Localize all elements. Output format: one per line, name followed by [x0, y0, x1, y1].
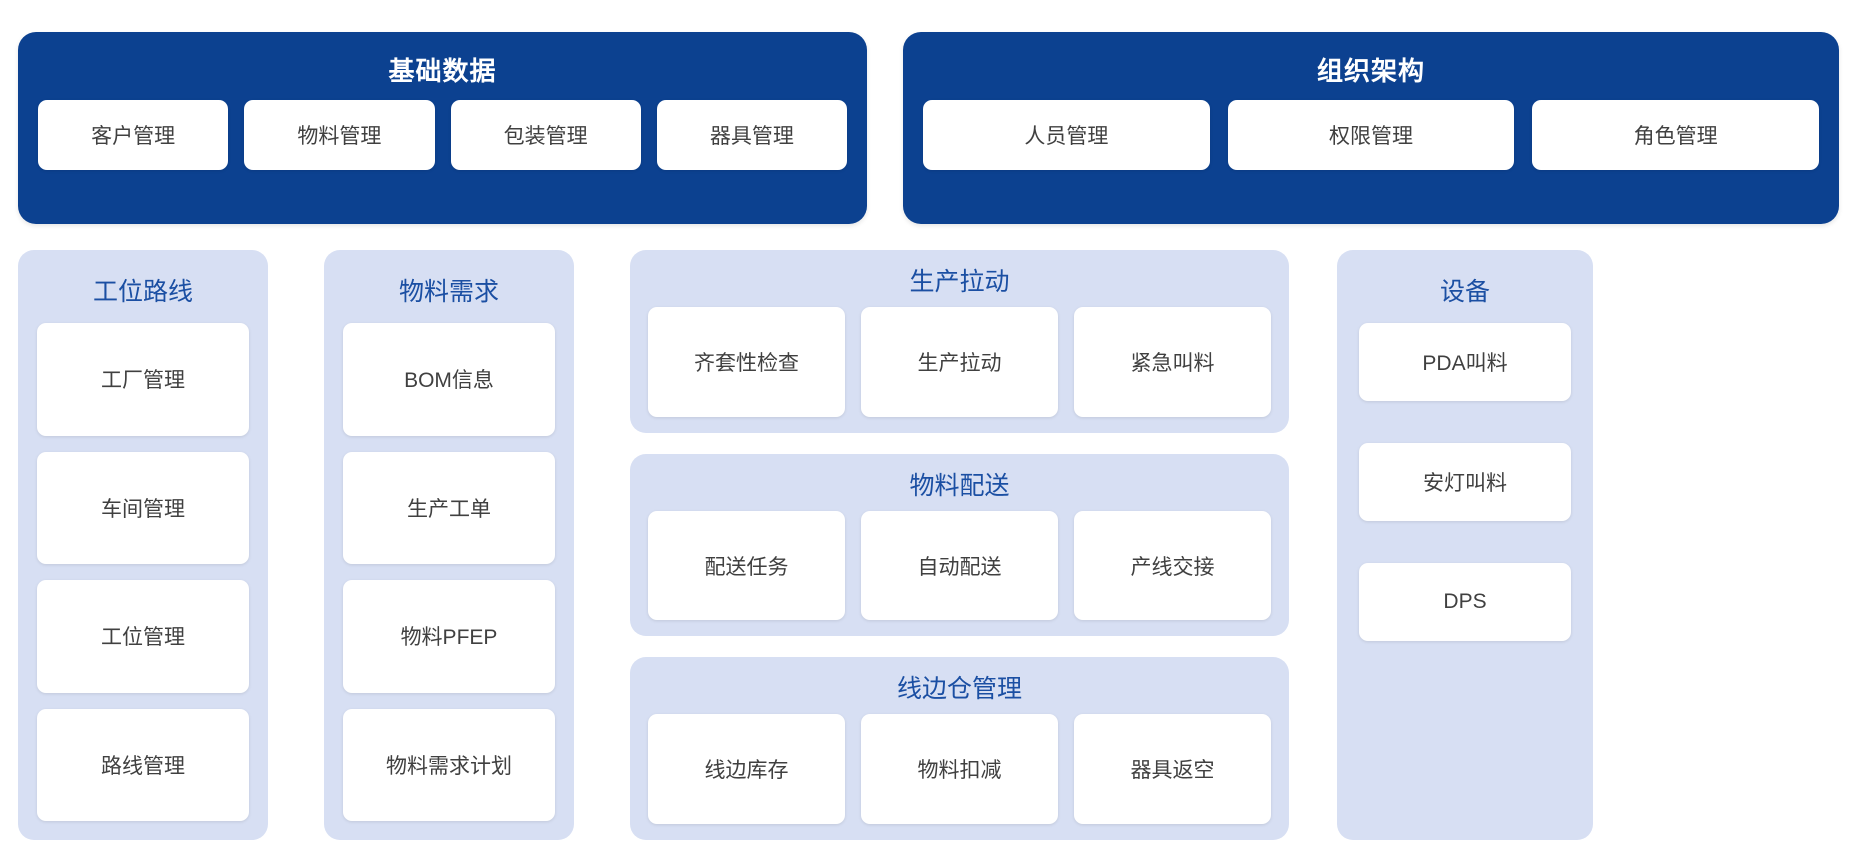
panel-organization-structure-title: 组织架构 — [1316, 56, 1425, 86]
panel-basic-data-items: 客户管理 物料管理 包装管理 器具管理 — [38, 100, 847, 206]
panel-material-delivery-items: 配送任务 自动配送 产线交接 — [648, 510, 1271, 621]
panel-material-delivery: 物料配送 配送任务 自动配送 产线交接 — [630, 453, 1289, 637]
module-card-workshop-management[interactable]: 车间管理 — [37, 451, 249, 564]
module-card-andon-material-call[interactable]: 安灯叫料 — [1359, 443, 1571, 521]
module-card-delivery-task[interactable]: 配送任务 — [648, 510, 845, 621]
panel-device: 设备 PDA叫料 安灯叫料 DPS — [1337, 250, 1593, 840]
module-card-customer-management[interactable]: 客户管理 — [38, 100, 229, 170]
module-card-factory-management[interactable]: 工厂管理 — [37, 323, 249, 436]
panel-line-side-warehouse-items: 线边库存 物料扣减 器具返空 — [648, 714, 1271, 825]
panel-material-demand: 物料需求 BOM信息 生产工单 物料PFEP 物料需求计划 — [324, 250, 574, 840]
module-card-production-pull[interactable]: 生产拉动 — [861, 307, 1058, 417]
module-card-packaging-management[interactable]: 包装管理 — [450, 100, 641, 170]
column-workstation-route: 工位路线 工厂管理 车间管理 工位管理 路线管理 — [18, 250, 268, 840]
module-card-pda-material-call[interactable]: PDA叫料 — [1359, 323, 1571, 401]
module-card-production-work-order[interactable]: 生产工单 — [343, 451, 555, 564]
lower-panels-grid: 工位路线 工厂管理 车间管理 工位管理 路线管理 物料需求 BOM信息 生产工单… — [18, 250, 1839, 841]
panel-workstation-route: 工位路线 工厂管理 车间管理 工位管理 路线管理 — [18, 250, 268, 840]
panel-workstation-route-title: 工位路线 — [92, 278, 193, 306]
top-panels-row: 基础数据 客户管理 物料管理 包装管理 器具管理 组织架构 人员管理 权限管理 … — [18, 32, 1839, 224]
module-card-material-pfep[interactable]: 物料PFEP — [343, 580, 555, 693]
module-card-container-management[interactable]: 器具管理 — [656, 100, 847, 170]
column-device: 设备 PDA叫料 安灯叫料 DPS — [1337, 250, 1593, 840]
module-card-material-demand-plan[interactable]: 物料需求计划 — [343, 708, 555, 821]
column-material-demand: 物料需求 BOM信息 生产工单 物料PFEP 物料需求计划 — [324, 250, 574, 840]
module-card-urgent-material-call[interactable]: 紧急叫料 — [1074, 307, 1271, 417]
panel-basic-data: 基础数据 客户管理 物料管理 包装管理 器具管理 — [18, 32, 867, 224]
module-card-line-side-inventory[interactable]: 线边库存 — [648, 714, 845, 825]
panel-production-pull: 生产拉动 齐套性检查 生产拉动 紧急叫料 — [630, 250, 1289, 433]
panel-line-side-warehouse: 线边仓管理 线边库存 物料扣减 器具返空 — [630, 657, 1289, 841]
panel-line-side-warehouse-title: 线边仓管理 — [896, 675, 1022, 704]
module-card-container-return[interactable]: 器具返空 — [1074, 714, 1271, 825]
panel-material-demand-items: BOM信息 生产工单 物料PFEP 物料需求计划 — [343, 323, 555, 821]
panel-workstation-route-items: 工厂管理 车间管理 工位管理 路线管理 — [37, 323, 249, 821]
module-card-material-management[interactable]: 物料管理 — [244, 100, 435, 170]
module-card-dps[interactable]: DPS — [1359, 563, 1571, 641]
panel-device-title: 设备 — [1439, 278, 1490, 306]
module-card-bom-info[interactable]: BOM信息 — [343, 323, 555, 436]
module-card-auto-delivery[interactable]: 自动配送 — [861, 510, 1058, 621]
module-card-material-deduction[interactable]: 物料扣减 — [861, 714, 1058, 825]
panel-production-pull-title: 生产拉动 — [909, 268, 1010, 296]
panel-organization-structure: 组织架构 人员管理 权限管理 角色管理 — [903, 32, 1839, 224]
module-card-route-management[interactable]: 路线管理 — [37, 708, 249, 821]
module-card-role-management[interactable]: 角色管理 — [1532, 100, 1820, 170]
column-production-flow: 生产拉动 齐套性检查 生产拉动 紧急叫料 物料配送 配送任务 自动配送 产线交接… — [630, 250, 1289, 841]
panel-material-delivery-title: 物料配送 — [909, 471, 1010, 500]
panel-basic-data-title: 基础数据 — [388, 56, 497, 86]
module-card-personnel-management[interactable]: 人员管理 — [923, 100, 1210, 170]
panel-material-demand-title: 物料需求 — [398, 278, 499, 306]
module-card-workstation-management[interactable]: 工位管理 — [37, 580, 249, 693]
panel-device-items: PDA叫料 安灯叫料 DPS — [1359, 323, 1571, 814]
module-card-kitting-check[interactable]: 齐套性检查 — [648, 307, 845, 417]
module-card-line-handover[interactable]: 产线交接 — [1074, 510, 1271, 621]
panel-organization-structure-items: 人员管理 权限管理 角色管理 — [923, 100, 1820, 206]
module-card-permission-management[interactable]: 权限管理 — [1227, 100, 1515, 170]
panel-production-pull-items: 齐套性检查 生产拉动 紧急叫料 — [648, 307, 1271, 417]
